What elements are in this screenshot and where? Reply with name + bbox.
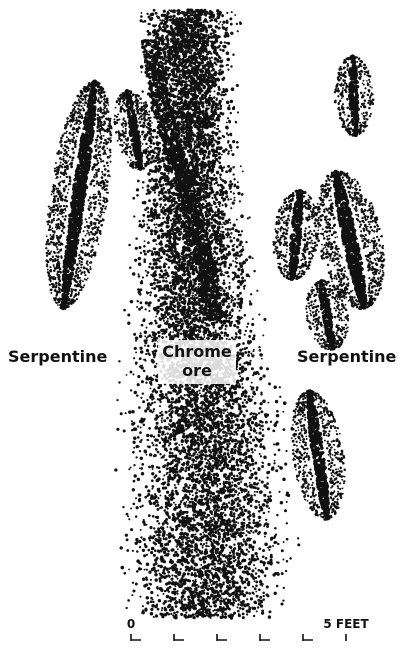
chrome-ore-body <box>114 8 300 619</box>
chrome-ore-label: Chrome ore <box>158 340 236 384</box>
right-serpentine-label: Serpentine <box>297 347 396 366</box>
scale-bar-ticks <box>131 634 346 641</box>
scale-bar: 0 5 FEET <box>127 617 370 641</box>
chrome-ore-label-line1: Chrome <box>162 342 232 361</box>
left-serpentine-label: Serpentine <box>8 347 107 366</box>
scale-end-label: 5 FEET <box>323 617 369 631</box>
scale-start-label: 0 <box>127 617 135 631</box>
chrome-ore-label-line2: ore <box>182 361 212 380</box>
